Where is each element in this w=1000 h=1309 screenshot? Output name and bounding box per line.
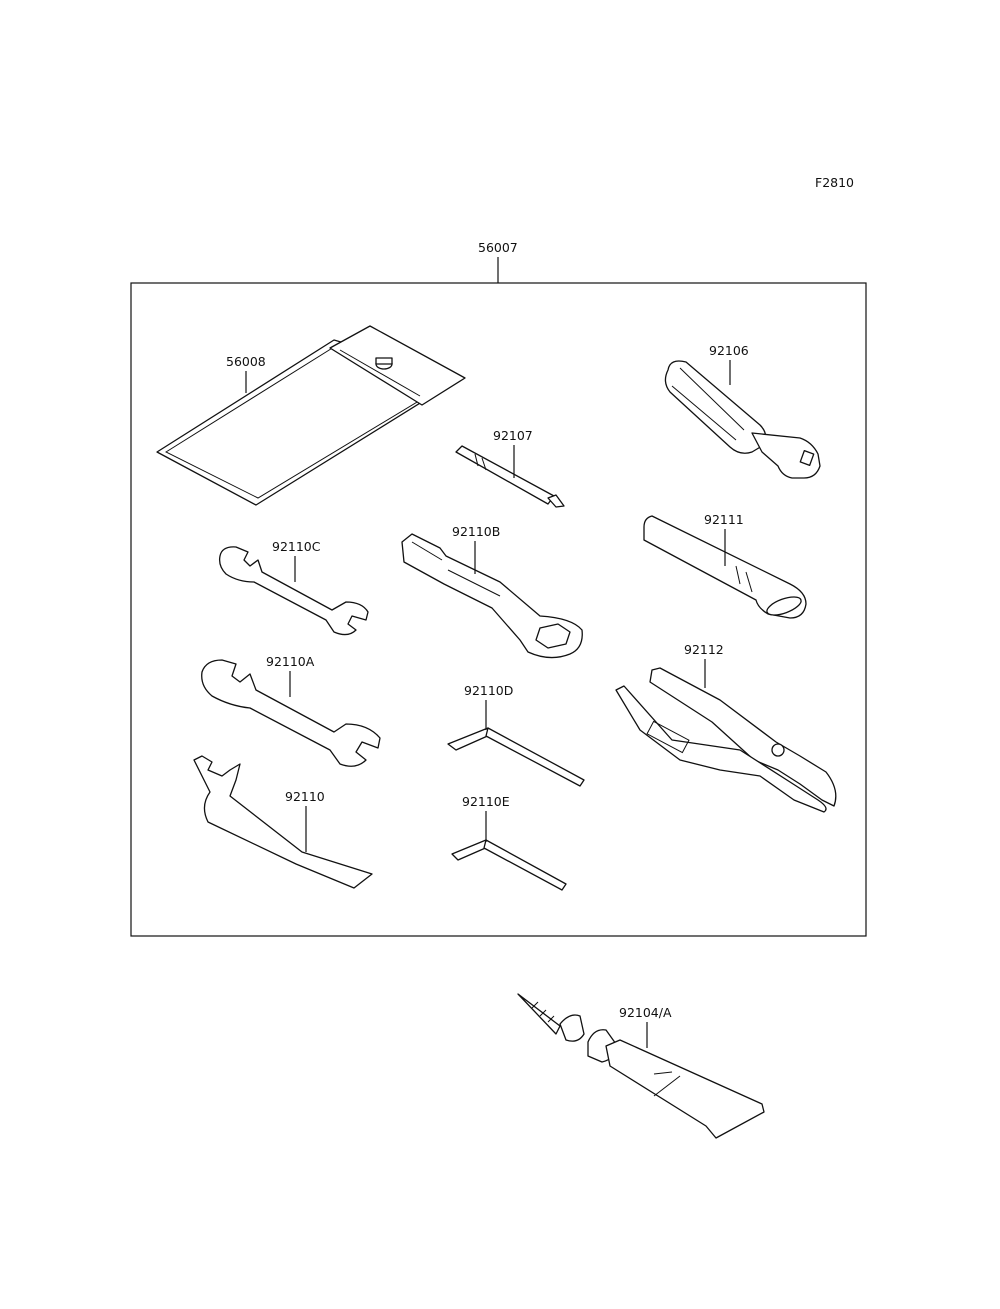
c-spanner-92110[interactable] <box>193 755 373 889</box>
hex-key-92110D[interactable] <box>447 727 585 787</box>
part-label-92104A: 92104/A <box>619 1005 672 1020</box>
part-label-92110B: 92110B <box>452 524 500 539</box>
part-label-92110E: 92110E <box>462 794 510 809</box>
part-label-92107: 92107 <box>493 428 533 443</box>
part-label-92110D: 92110D <box>464 683 513 698</box>
kit-frame <box>130 282 867 937</box>
tool-bag-56008[interactable] <box>156 325 466 506</box>
extension-tube-92111[interactable] <box>643 515 807 619</box>
kit-number-label: 56007 <box>478 240 518 255</box>
figure-code: F2810 <box>815 175 854 190</box>
part-label-92110: 92110 <box>285 789 325 804</box>
part-label-92112: 92112 <box>684 642 724 657</box>
open-end-wrench-92110A[interactable] <box>201 659 381 767</box>
tube-kit-92104A[interactable] <box>517 993 765 1139</box>
ring-wrench-92110B[interactable] <box>401 533 583 659</box>
hex-key-92110E[interactable] <box>451 839 567 891</box>
part-label-92110A: 92110A <box>266 654 315 669</box>
part-label-92111: 92111 <box>704 512 744 527</box>
part-label-56008: 56008 <box>226 354 266 369</box>
part-label-92110C: 92110C <box>272 539 321 554</box>
screwdriver-bit-92107[interactable] <box>455 445 565 508</box>
screwdriver-handle-92106[interactable] <box>664 360 821 479</box>
pliers-92112[interactable] <box>615 667 837 813</box>
open-end-wrench-92110C[interactable] <box>218 546 369 636</box>
part-label-92106: 92106 <box>709 343 749 358</box>
